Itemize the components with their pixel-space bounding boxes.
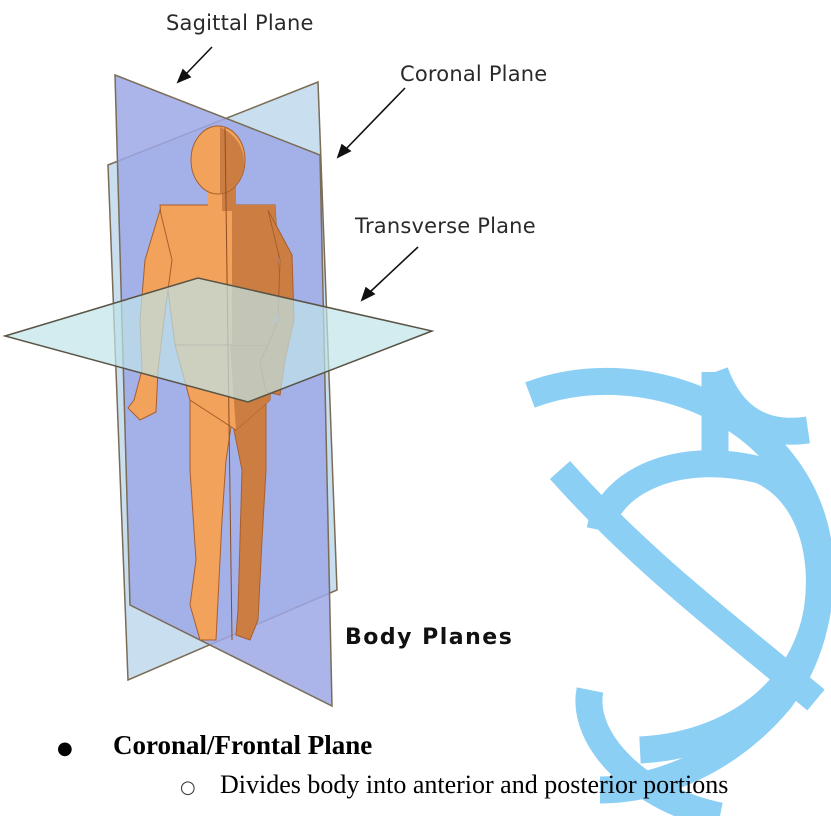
transverse-arrow — [370, 247, 418, 292]
coronal-arrow — [345, 88, 405, 150]
coronal-plane-label: Coronal Plane — [400, 62, 547, 86]
sub-list-item: ○ Divides body into anterior and posteri… — [180, 770, 728, 800]
list-item: ● Coronal/Frontal Plane — [57, 730, 372, 761]
sub-list-item-text: Divides body into anterior and posterior… — [220, 770, 728, 800]
bullet-icon: ● — [57, 738, 113, 759]
figure-caption: Body Planes — [345, 625, 513, 650]
hollow-bullet-icon: ○ — [180, 777, 220, 798]
sagittal-arrow — [185, 47, 212, 75]
list-item-heading: Coronal/Frontal Plane — [113, 730, 372, 761]
transverse-plane-label: Transverse Plane — [355, 214, 536, 238]
sagittal-plane-label: Sagittal Plane — [166, 11, 314, 35]
